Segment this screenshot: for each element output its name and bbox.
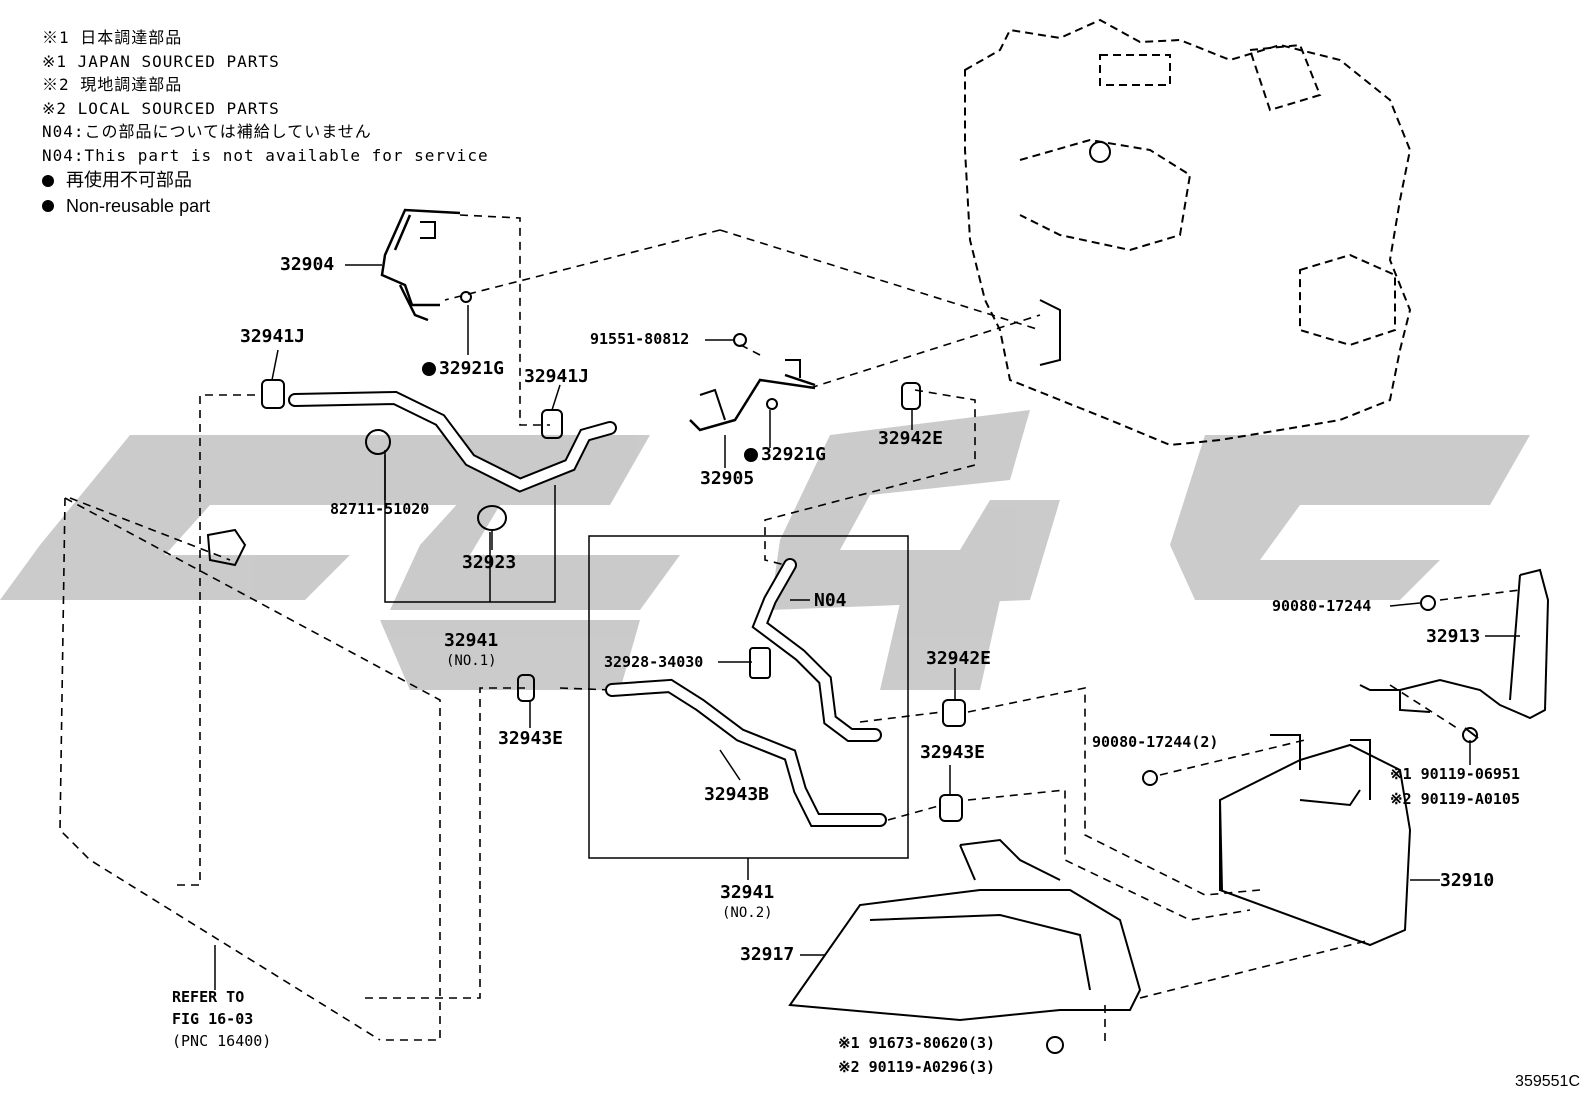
line-art xyxy=(59,18,1550,1054)
label-91551: 91551-80812 xyxy=(590,330,690,348)
watermark-logo xyxy=(0,410,1530,690)
clip-shapes xyxy=(261,291,1478,1054)
label-91673: ※1 91673-80620(3) xyxy=(838,1034,996,1052)
duct-32917 xyxy=(788,838,1142,1022)
label-32921g-a: 32921G xyxy=(422,358,504,379)
label-refer-2: FIG 16-03 xyxy=(172,1010,254,1028)
label-32904: 32904 xyxy=(280,254,335,275)
label-32913: 32913 xyxy=(1426,626,1481,647)
label-refer-1: REFER TO xyxy=(172,988,245,1006)
pipe-32905 xyxy=(689,373,816,432)
legend: ※1 日本調達部品 ※1 JAPAN SOURCED PARTS ※2 現地調達… xyxy=(42,26,489,218)
label-32928: 32928-34030 xyxy=(604,653,704,671)
label-32910: 32910 xyxy=(1440,870,1495,891)
label-32917: 32917 xyxy=(740,944,795,965)
non-reusable-dot-icon xyxy=(744,447,758,462)
pipe-32904 xyxy=(380,208,461,322)
legend-local-jp: ※2 現地調達部品 xyxy=(42,75,183,94)
label-82711: 82711-51020 xyxy=(330,500,430,518)
label-32941-no1: 32941 xyxy=(444,630,499,651)
label-32943e-a: 32943E xyxy=(498,728,564,749)
label-32923: 32923 xyxy=(462,552,517,573)
legend-n04-en: N04:This part is not available for servi… xyxy=(42,145,489,165)
label-refer-3: (PNC 16400) xyxy=(172,1032,272,1050)
label-32941-no2-sub: (NO.2) xyxy=(722,905,773,921)
legend-local-en: ※2 LOCAL SOURCED PARTS xyxy=(42,98,280,118)
label-90080-b: 90080-17244(2) xyxy=(1092,733,1219,751)
label-32941j-a: 32941J xyxy=(240,326,306,347)
label-32905: 32905 xyxy=(700,468,755,489)
label-90119-2: ※2 90119-A0105 xyxy=(1390,790,1520,808)
legend-japan-en: ※1 JAPAN SOURCED PARTS xyxy=(42,51,280,71)
reservoir-tank xyxy=(206,528,247,567)
label-32941-no2: 32941 xyxy=(720,882,775,903)
legend-n04-jp: N04:この部品については補給していません xyxy=(42,122,372,141)
label-n04: N04 xyxy=(814,590,847,611)
label-32941j-b: 32941J xyxy=(524,366,590,387)
label-32921g-b: 32921G xyxy=(744,444,826,465)
dot-icon xyxy=(42,174,54,187)
figure-id: 359551C xyxy=(1515,1073,1580,1090)
engine-block xyxy=(964,18,1412,447)
oil-cooler-32910 xyxy=(1219,734,1412,947)
label-32942e-a: 32942E xyxy=(878,428,944,449)
label-32942e-b: 32942E xyxy=(926,648,992,669)
label-32943e-b: 32943E xyxy=(920,742,986,763)
legend-japan-jp: ※1 日本調達部品 xyxy=(42,28,183,47)
bracket-32913 xyxy=(1359,568,1550,720)
label-32941-no1-sub: (NO.1) xyxy=(446,653,497,669)
label-90119-1: ※1 90119-06951 xyxy=(1390,765,1520,783)
label-32943b: 32943B xyxy=(704,784,770,805)
dot-icon xyxy=(42,200,54,213)
label-90119-3: ※2 90119-A0296(3) xyxy=(838,1058,996,1076)
legend-nonreusable-en: Non-reusable part xyxy=(42,195,489,219)
legend-nonreusable-jp: 再使用不可部品 xyxy=(42,169,489,193)
label-90080-a: 90080-17244 xyxy=(1272,597,1372,615)
non-reusable-dot-icon xyxy=(422,361,436,376)
